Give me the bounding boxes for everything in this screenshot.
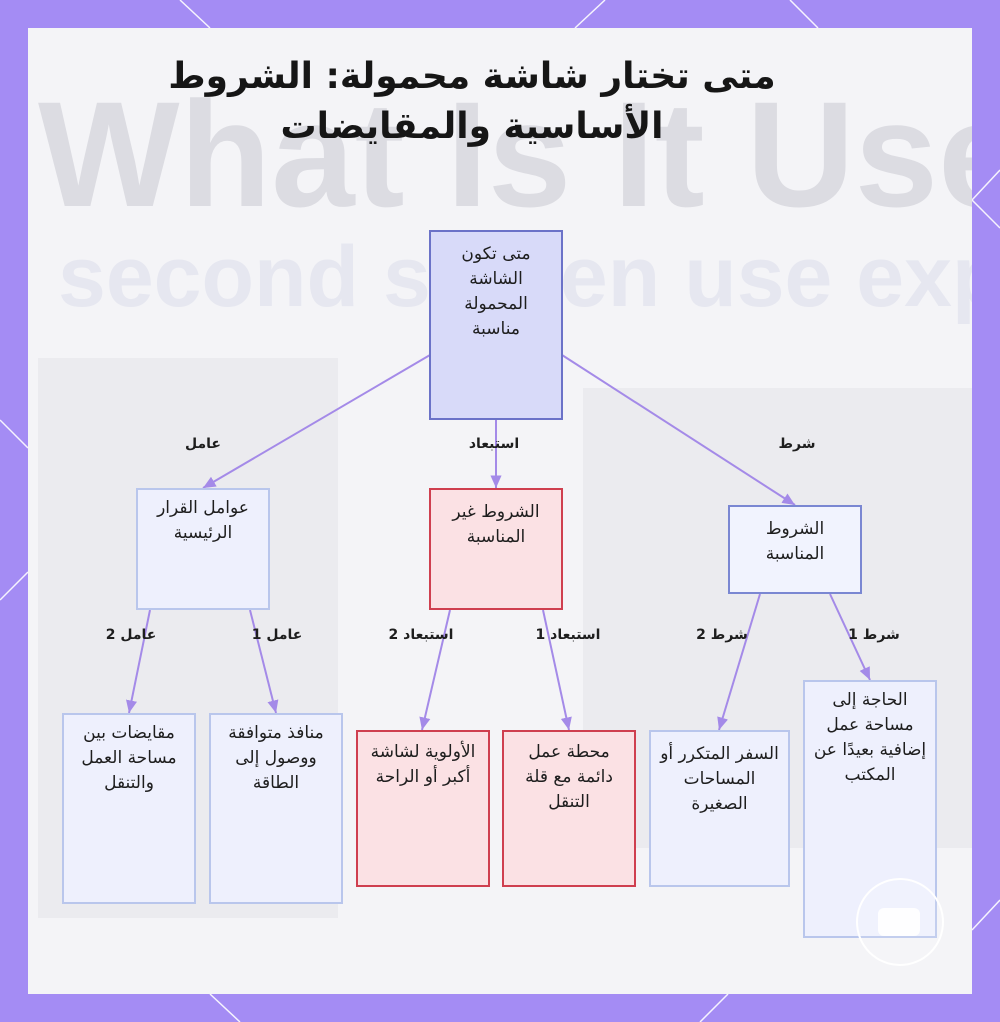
travel-node: السفر المتكرر أو المساحات الصغيرة — [649, 730, 790, 887]
edge-unsuitable-priority — [419, 609, 451, 731]
root-node: متى تكون الشاشة المحمولة مناسبة — [429, 230, 563, 420]
edge-factors-ports — [249, 609, 279, 714]
travel-node-label: السفر المتكرر أو المساحات الصغيرة — [660, 744, 779, 814]
suitable-node-label: الشروط المناسبة — [765, 519, 825, 564]
edge-label-exclusion2: استبعاد 2 — [388, 627, 454, 643]
edge-root-suitable — [561, 354, 796, 506]
edge-suitable-travel — [717, 593, 761, 731]
edge-label-factor1: عامل 1 — [251, 627, 303, 643]
edge-label-factor: عامل — [185, 436, 221, 452]
need-node-label: الحاجة إلى مساحة عمل إضافية بعيدًا عن ال… — [813, 690, 927, 785]
edge-root-factors — [202, 354, 431, 489]
edge-label-exclusion: استبعاد — [468, 436, 520, 452]
tradeoffs-node: مقايضات بين مساحة العمل والتنقل — [62, 713, 196, 904]
priority-node: الأولوية لشاشة أكبر أو الراحة — [356, 730, 490, 887]
edge-suitable-need — [829, 593, 871, 681]
edge-factors-tradeoffs — [126, 609, 151, 714]
station-node-label: محطة عمل دائمة مع قلة التنقل — [525, 742, 613, 812]
suitable-node: الشروط المناسبة — [728, 505, 862, 594]
edge-label-exclusion1: استبعاد 1 — [535, 627, 601, 643]
factors-node: عوامل القرار الرئيسية — [136, 488, 270, 610]
chat-bubble-icon — [878, 908, 920, 936]
station-node: محطة عمل دائمة مع قلة التنقل — [502, 730, 636, 887]
background-watermark-title: What Is It Used — [38, 70, 972, 238]
ports-node: منافذ متوافقة ووصول إلى الطاقة — [209, 713, 343, 904]
unsuitable-node-label: الشروط غير المناسبة — [452, 502, 540, 547]
edge-label-condition2: شرط 2 — [696, 627, 748, 643]
tradeoffs-node-label: مقايضات بين مساحة العمل والتنقل — [81, 723, 177, 793]
root-node-label: متى تكون الشاشة المحمولة مناسبة — [461, 244, 531, 339]
edge-label-condition1: شرط 1 — [848, 627, 900, 643]
edge-unsuitable-station — [542, 609, 572, 731]
page-title: متى تختار شاشة محمولة: الشروط الأساسية و… — [168, 56, 776, 147]
ports-node-label: منافذ متوافقة ووصول إلى الطاقة — [228, 723, 324, 793]
factors-node-label: عوامل القرار الرئيسية — [157, 498, 249, 543]
unsuitable-node: الشروط غير المناسبة — [429, 488, 563, 610]
priority-node-label: الأولوية لشاشة أكبر أو الراحة — [370, 742, 476, 787]
edge-label-factor2: عامل 2 — [105, 627, 157, 643]
corner-logo-badge — [856, 878, 944, 966]
edge-label-condition: شرط — [778, 436, 816, 452]
